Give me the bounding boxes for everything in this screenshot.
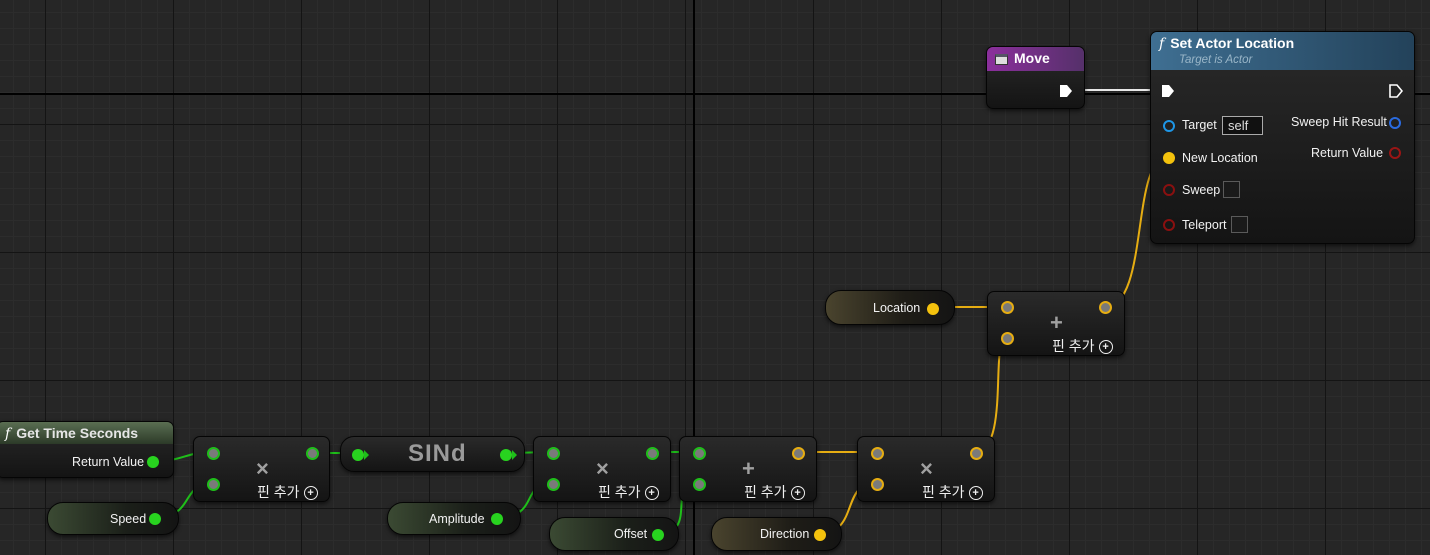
output-pin[interactable] (646, 447, 659, 460)
speed-variable-node[interactable]: Speed (47, 502, 179, 535)
input-pin-a[interactable] (547, 447, 560, 460)
multiply-icon: × (920, 456, 933, 481)
target-self-field[interactable]: self (1222, 116, 1263, 135)
new-location-pin[interactable] (1163, 152, 1175, 164)
add-pin-icon: + (644, 486, 659, 501)
input-pin-a[interactable] (871, 447, 884, 460)
multiply-icon: × (256, 456, 269, 481)
offset-label: Offset (614, 527, 648, 541)
sind-node[interactable]: SINd (340, 436, 525, 472)
new-location-label: New Location (1182, 151, 1258, 165)
add-pin-button[interactable]: 핀 추가+ (922, 482, 983, 502)
function-title: Set Actor Location (1170, 35, 1295, 51)
input-pin-b[interactable] (547, 478, 560, 491)
location-output-pin[interactable] (927, 303, 939, 315)
add-pin-label: 핀 추가 (922, 484, 965, 500)
direction-variable-node[interactable]: Direction (711, 517, 842, 551)
function-icon: f (1159, 36, 1165, 52)
event-icon (995, 53, 1008, 65)
return-value-pin[interactable] (1389, 147, 1401, 159)
teleport-pin[interactable] (1163, 219, 1175, 231)
get-time-seconds-node[interactable]: f Get Time Seconds Return Value (0, 421, 174, 478)
add-node[interactable]: + 핀 추가+ (679, 436, 817, 502)
return-value-label: Return Value (1311, 146, 1384, 160)
input-pin-a[interactable] (693, 447, 706, 460)
add-pin-label: 핀 추가 (1052, 338, 1095, 354)
multiply-node-1[interactable]: × 핀 추가+ (193, 436, 330, 502)
direction-output-pin[interactable] (814, 529, 826, 541)
amplitude-output-pin[interactable] (491, 513, 503, 525)
input-pin-a[interactable] (207, 447, 220, 460)
sind-output-pin[interactable] (500, 449, 512, 461)
output-pin[interactable] (1099, 301, 1112, 314)
add-icon: + (1050, 310, 1063, 335)
target-pin[interactable] (1163, 120, 1175, 132)
offset-output-pin[interactable] (652, 529, 664, 541)
add-pin-label: 핀 추가 (257, 484, 300, 500)
return-value-pin[interactable] (147, 456, 159, 468)
sind-input-arrow (364, 450, 369, 460)
grid-origin-vertical (693, 0, 695, 555)
sweep-label: Sweep (1182, 183, 1221, 197)
exec-output-pin[interactable] (1389, 84, 1403, 98)
multiply-icon: × (596, 456, 609, 481)
sweep-hit-result-pin[interactable] (1389, 117, 1401, 129)
sind-input-pin[interactable] (352, 449, 364, 461)
direction-label: Direction (760, 527, 810, 541)
location-label: Location (873, 301, 921, 315)
multiply-node-2[interactable]: × 핀 추가+ (533, 436, 671, 502)
node-header: f Get Time Seconds (0, 422, 173, 444)
node-title: Get Time Seconds (16, 425, 139, 441)
function-icon: f (5, 426, 11, 442)
vector-add-node[interactable]: + 핀 추가+ (987, 291, 1125, 356)
move-event-node[interactable]: Move (986, 46, 1085, 109)
add-pin-icon: + (303, 486, 318, 501)
output-pin[interactable] (970, 447, 983, 460)
speed-output-pin[interactable] (149, 513, 161, 525)
add-pin-label: 핀 추가 (598, 484, 641, 500)
input-pin-b[interactable] (693, 478, 706, 491)
sweep-hit-result-label: Sweep Hit Result (1291, 115, 1387, 129)
amplitude-variable-node[interactable]: Amplitude (387, 502, 521, 535)
set-actor-location-node[interactable]: f Set Actor Location Target is Actor Targ… (1150, 31, 1415, 244)
output-pin[interactable] (306, 447, 319, 460)
return-value-label: Return Value (72, 455, 145, 469)
add-pin-button[interactable]: 핀 추가+ (744, 482, 805, 502)
add-pin-button[interactable]: 핀 추가+ (1052, 336, 1113, 356)
offset-variable-node[interactable]: Offset (549, 517, 679, 551)
input-pin-b[interactable] (1001, 332, 1014, 345)
output-pin[interactable] (792, 447, 805, 460)
add-pin-button[interactable]: 핀 추가+ (257, 482, 318, 502)
speed-label: Speed (110, 512, 147, 526)
exec-input-pin[interactable] (1161, 84, 1175, 98)
add-icon: + (742, 456, 755, 481)
sind-output-arrow (512, 450, 517, 460)
function-subtitle: Target is Actor (1179, 54, 1253, 66)
input-pin-b[interactable] (871, 478, 884, 491)
add-pin-button[interactable]: 핀 추가+ (598, 482, 659, 502)
grid-origin-horizontal (0, 93, 1430, 95)
multiply-vector-node[interactable]: × 핀 추가+ (857, 436, 995, 502)
event-title: Move (1014, 50, 1050, 66)
target-label: Target (1182, 118, 1217, 132)
sweep-checkbox[interactable] (1223, 181, 1240, 198)
event-header: Move (987, 47, 1084, 71)
sweep-pin[interactable] (1163, 184, 1175, 196)
sind-label: SINd (408, 440, 467, 467)
teleport-checkbox[interactable] (1231, 216, 1248, 233)
amplitude-label: Amplitude (429, 512, 485, 526)
add-pin-icon: + (790, 486, 805, 501)
teleport-label: Teleport (1182, 218, 1227, 232)
exec-output-pin[interactable] (1059, 84, 1073, 98)
location-variable-node[interactable]: Location (825, 290, 955, 325)
add-pin-icon: + (968, 486, 983, 501)
function-header: f Set Actor Location Target is Actor (1151, 32, 1414, 70)
input-pin-a[interactable] (1001, 301, 1014, 314)
add-pin-label: 핀 추가 (744, 484, 787, 500)
input-pin-b[interactable] (207, 478, 220, 491)
add-pin-icon: + (1098, 340, 1113, 355)
